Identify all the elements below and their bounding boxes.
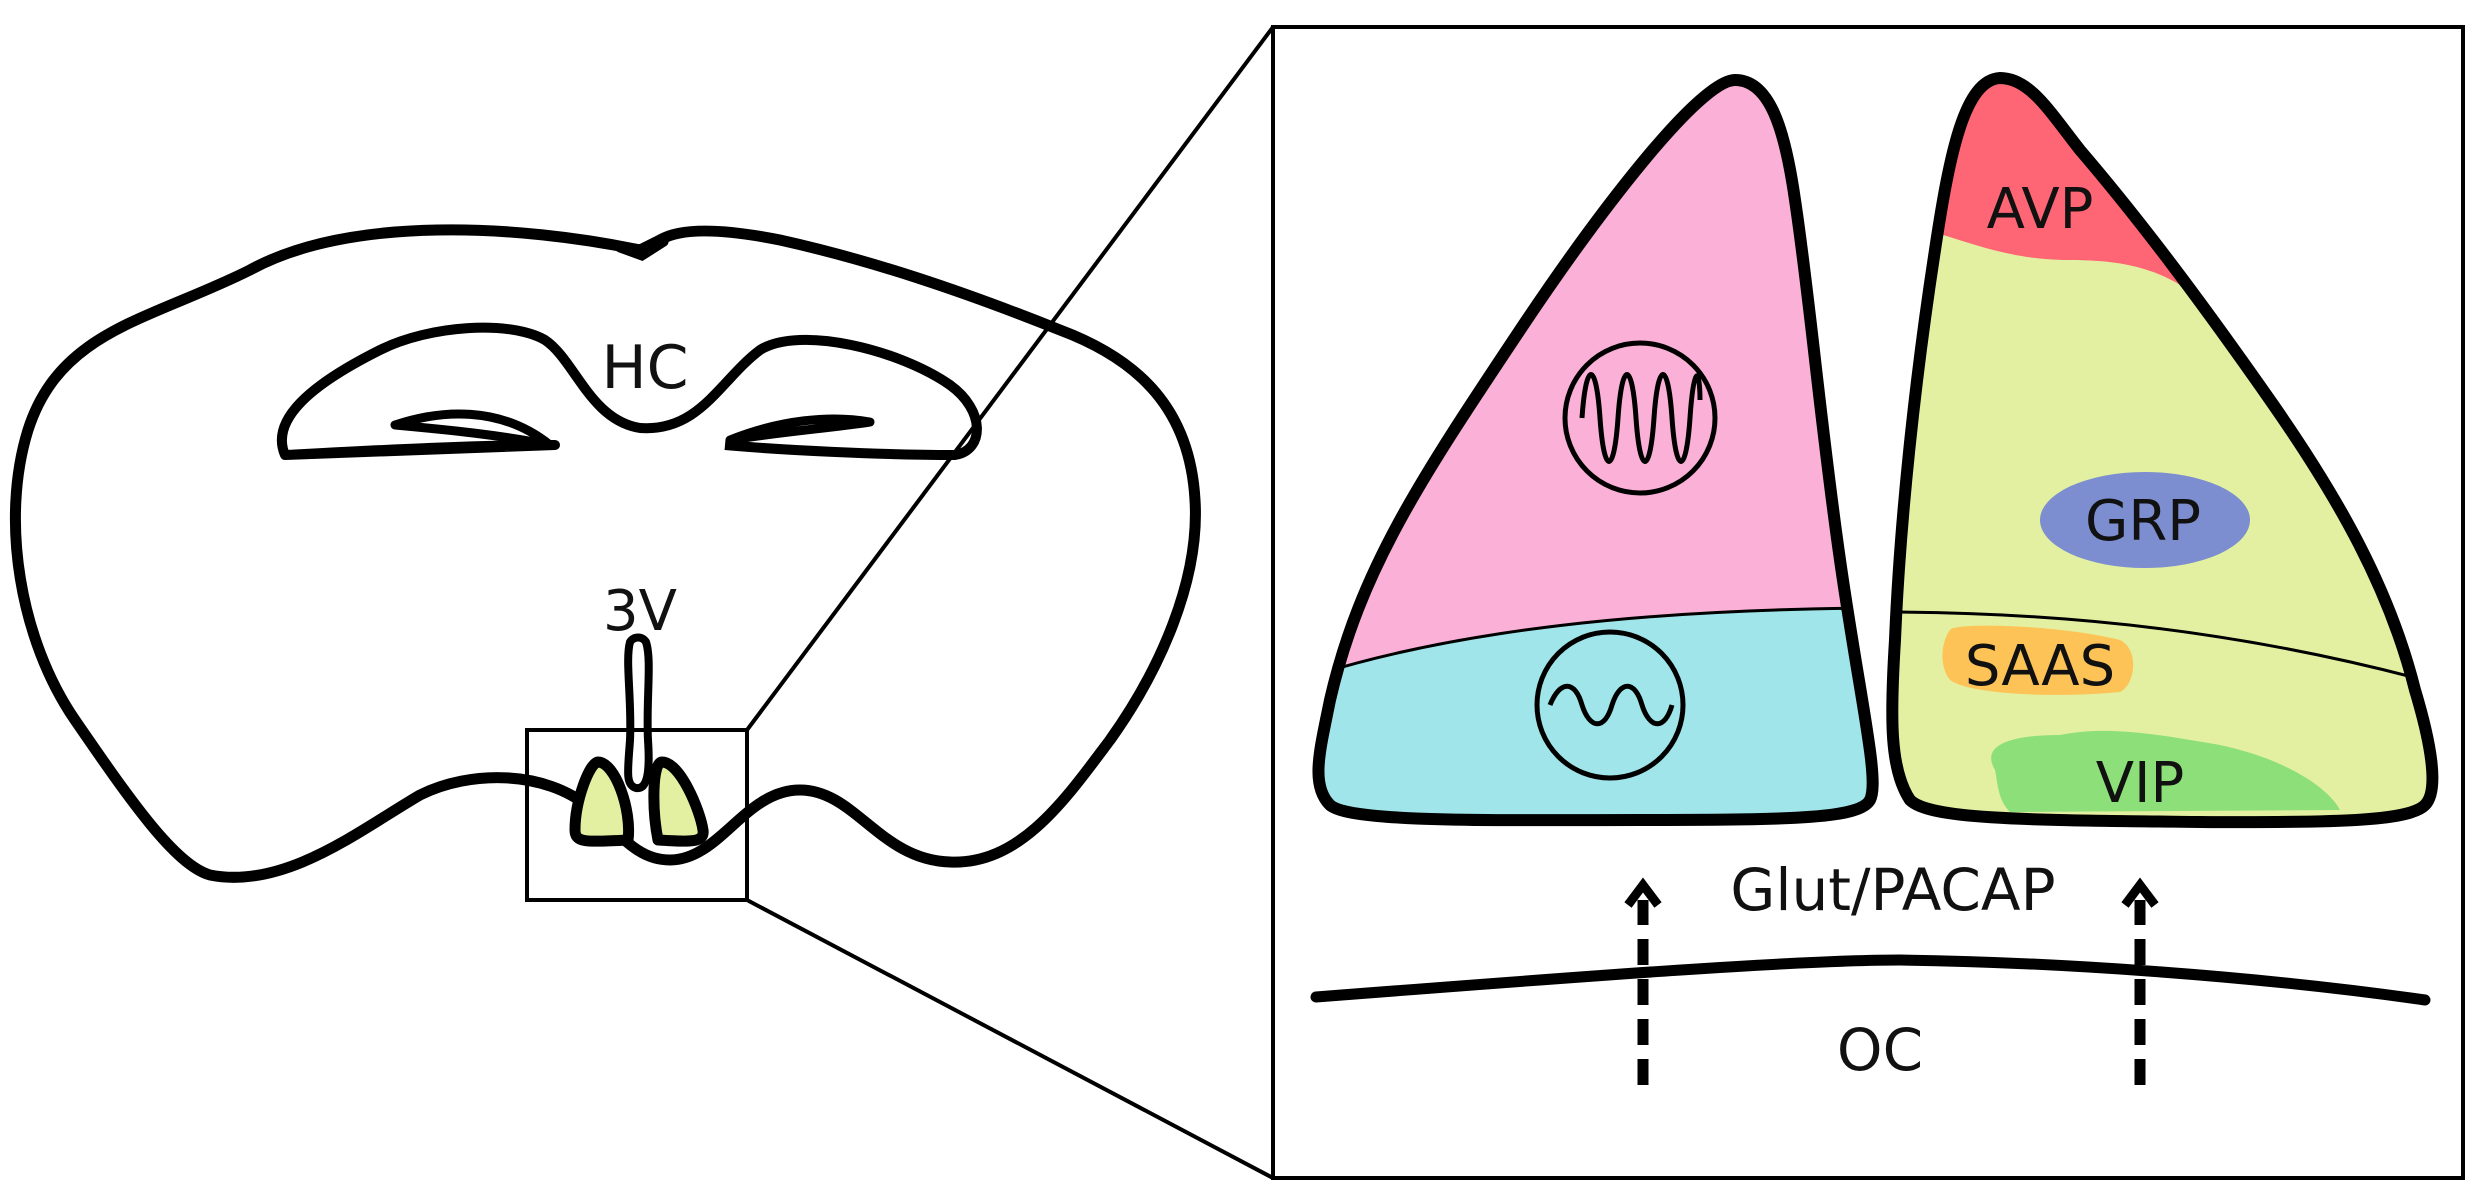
oscillator-low-amplitude-icon: [1534, 629, 1686, 781]
saas-region: [1942, 625, 2134, 695]
right-scn-outline: [1886, 72, 2439, 829]
brain-midline-notch: [615, 237, 669, 261]
saas-label: SAAS: [1965, 634, 2115, 699]
shell-core-boundary: [1318, 606, 1873, 682]
input-label: Glut/PACAP: [1730, 856, 2055, 924]
brain-section: HC 3V: [9, 224, 1201, 902]
third-ventricle: [624, 633, 653, 792]
core-region: [1318, 608, 1873, 821]
small-scn-right: [648, 756, 709, 847]
hippocampus-left-lumen: [390, 409, 555, 450]
dashed-up-arrow-icon: [2121, 877, 2159, 1085]
grp-label: GRP: [2085, 489, 2201, 554]
zoom-connector-bottom: [746, 898, 1274, 1180]
left-scn-outline: [1312, 74, 1879, 827]
oscillator-high-amplitude-icon: [1562, 340, 1718, 496]
scn-zoom-panel: AVP GRP SAAS VIP Glut/PACAP OC: [1271, 25, 2465, 1180]
optic-chiasm-line: [1310, 954, 2431, 1006]
vip-region: [1991, 730, 2340, 812]
dashed-up-arrow-icon: [1624, 877, 1662, 1085]
avp-label: AVP: [1987, 177, 2094, 242]
optic-chiasm-label: OC: [1837, 1016, 1923, 1084]
third-ventricle-label: 3V: [603, 579, 677, 644]
vip-label: VIP: [2096, 751, 2185, 816]
hippocampus-right-lumen: [725, 414, 875, 445]
hippocampus-label: HC: [601, 333, 688, 403]
zoom-connector-top: [745, 25, 1275, 732]
small-scn-left: [569, 756, 635, 847]
core-shell-boundary-right: [1892, 610, 2433, 692]
zoom-box: [525, 728, 749, 902]
brain-outline: [9, 224, 1201, 883]
grp-region: [2040, 472, 2250, 568]
